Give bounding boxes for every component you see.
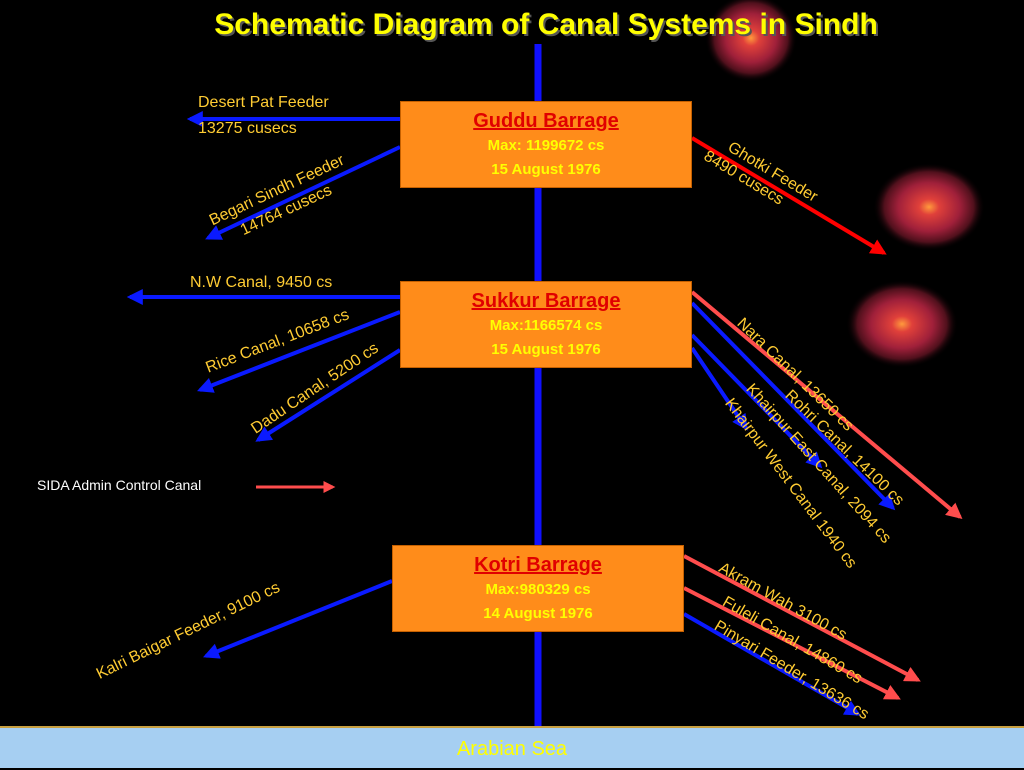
guddu-barrage-date: 15 August 1976 [491, 161, 601, 178]
sukkur-barrage-name: Sukkur Barrage [471, 290, 621, 312]
kotri-barrage-box: Kotri Barrage Max:980329 cs 14 August 19… [392, 545, 684, 632]
begari-sindh-feeder-arrow [205, 145, 401, 240]
glow-orb-1 [705, 0, 797, 82]
nara-canal-arrow [690, 290, 963, 520]
desert-pat-feeder-label: Desert Pat Feeder 13275 cusecs [198, 90, 329, 142]
sukkur-barrage-box: Sukkur Barrage Max:1166574 cs 15 August … [400, 281, 692, 368]
khairpur-west-canal-arrow [690, 346, 748, 431]
guddu-barrage-max: Max: 1199672 cs [487, 137, 605, 154]
page-title: Schematic Diagram of Canal Systems in Si… [214, 8, 878, 41]
kalri-baigar-feeder-arrow [203, 579, 393, 659]
glow-orb-2 [873, 163, 985, 251]
khairpur-east-canal-arrow [690, 333, 823, 469]
kotri-barrage-date: 14 August 1976 [483, 605, 593, 622]
guddu-barrage-name: Guddu Barrage [473, 110, 619, 132]
glow-orb-3 [846, 280, 958, 368]
legend-sida-label: SIDA Admin Control Canal [37, 477, 202, 493]
kotri-barrage-max: Max:980329 cs [485, 581, 591, 598]
dadu-canal-arrow [255, 348, 402, 442]
arabian-sea-label: Arabian Sea [456, 738, 568, 760]
sukkur-barrage-max: Max:1166574 cs [489, 317, 603, 334]
fuleli-canal-arrow [683, 586, 901, 700]
nw-canal-label: N.W Canal, 9450 cs [190, 274, 333, 291]
pinyari-feeder-arrow [683, 612, 861, 716]
rohri-canal-arrow [690, 301, 896, 511]
ghotki-feeder-arrow [690, 136, 887, 255]
guddu-barrage-box: Guddu Barrage Max: 1199672 cs 15 August … [400, 101, 692, 188]
arabian-sea-band: Arabian Sea [0, 726, 1024, 768]
akram-wah-arrow [683, 554, 921, 682]
desert-pat-feeder-flow: 13275 cusecs [198, 120, 297, 137]
kotri-barrage-name: Kotri Barrage [474, 554, 602, 576]
desert-pat-feeder-name: Desert Pat Feeder [198, 94, 329, 111]
rice-canal-arrow [197, 310, 401, 393]
sukkur-barrage-date: 15 August 1976 [491, 341, 601, 358]
